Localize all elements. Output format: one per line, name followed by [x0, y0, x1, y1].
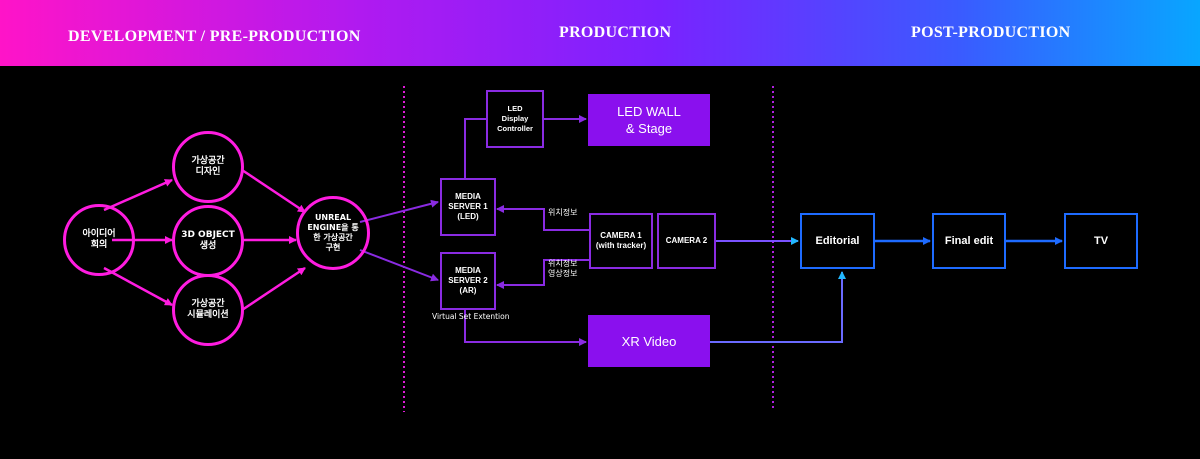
node-xr-video: XR Video	[588, 315, 710, 367]
arrow-camera1-media2	[496, 259, 589, 289]
arrow-unreal-media1	[359, 199, 439, 223]
node-camera-1: CAMERA 1 (with tracker)	[589, 213, 653, 269]
node-virtual-space-simulation: 가상공간 시뮬레이션	[172, 274, 244, 346]
node-3d-object: 3D OBJECT 생성	[172, 205, 244, 277]
node-unreal-engine: UNREAL ENGINE을 통 한 가상공간 구현	[296, 196, 370, 270]
label-virtual-set-extension: Virtual Set Extention	[432, 312, 510, 321]
label-position-video-info: 위치정보 영상정보	[548, 259, 578, 278]
node-idea-meeting: 아이디어 회의	[63, 204, 135, 276]
arrow-camera1-media1	[496, 205, 589, 231]
node-media-server-2: MEDIA SERVER 2 (AR)	[440, 252, 496, 310]
phase-development: DEVELOPMENT / PRE-PRODUCTION	[68, 28, 361, 45]
arrow-idea-simulation	[103, 266, 173, 307]
label-position-info: 위치정보	[548, 208, 578, 217]
arrow-simulation-unreal	[241, 266, 306, 312]
phase-post-production: POST-PRODUCTION	[911, 24, 1071, 41]
node-tv: TV	[1064, 213, 1138, 269]
node-virtual-space-design: 가상공간 디자인	[172, 131, 244, 203]
node-final-edit: Final edit	[932, 213, 1006, 269]
arrow-xrvideo-editorial	[710, 271, 846, 343]
phase-banner: DEVELOPMENT / PRE-PRODUCTION PRODUCTION …	[0, 0, 1200, 66]
arrow-design-unreal	[241, 168, 306, 214]
arrow-idea-design	[103, 178, 173, 212]
arrow-unreal-media2	[359, 249, 439, 282]
phase-production: PRODUCTION	[559, 24, 672, 41]
node-media-server-1: MEDIA SERVER 1 (LED)	[440, 178, 496, 236]
line-media1-controller	[464, 118, 486, 178]
node-led-display-controller: LED Display Controller	[486, 90, 544, 148]
node-camera-2: CAMERA 2	[657, 213, 716, 269]
node-led-wall-stage: LED WALL & Stage	[588, 94, 710, 146]
arrow-media2-xrvideo	[464, 310, 587, 346]
node-editorial: Editorial	[800, 213, 875, 269]
